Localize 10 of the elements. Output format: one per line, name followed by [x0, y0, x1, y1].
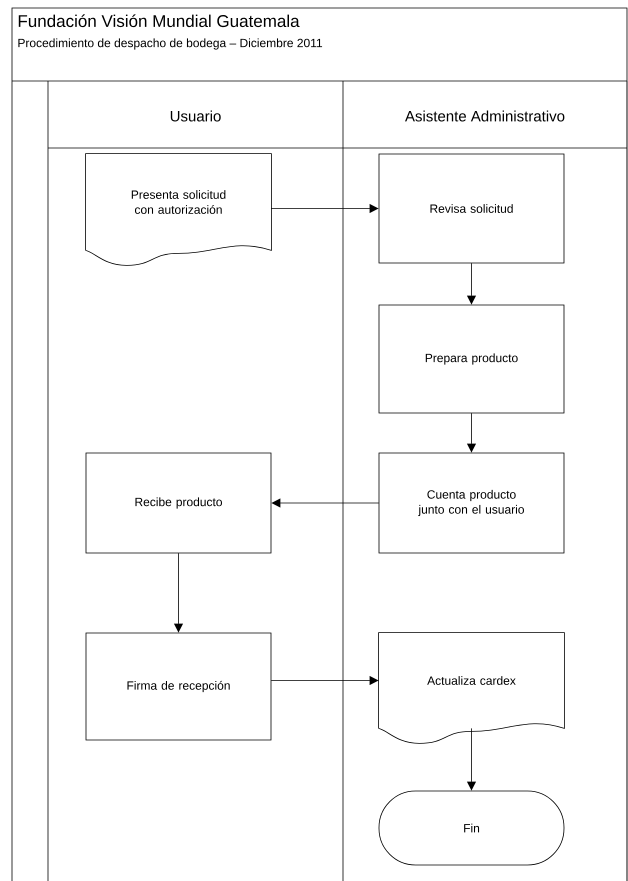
process-box: Firma de recepción: [86, 632, 272, 740]
subtitle: Procedimiento de despacho de bodega – Diciembre 2011: [18, 38, 322, 50]
document-shape: Actualiza cardex: [378, 632, 565, 744]
title: Fundación Visión Mundial Guatemala: [18, 14, 300, 28]
process-box: Revisa solicitud: [378, 154, 564, 264]
terminator: Fin: [378, 790, 564, 866]
process-box: Prepara producto: [378, 304, 564, 414]
process-box: Cuenta producto junto con el usuario: [378, 452, 564, 554]
document-shape: Presenta solicitud con autorización: [85, 153, 272, 266]
process-box: Recibe producto: [86, 452, 272, 554]
